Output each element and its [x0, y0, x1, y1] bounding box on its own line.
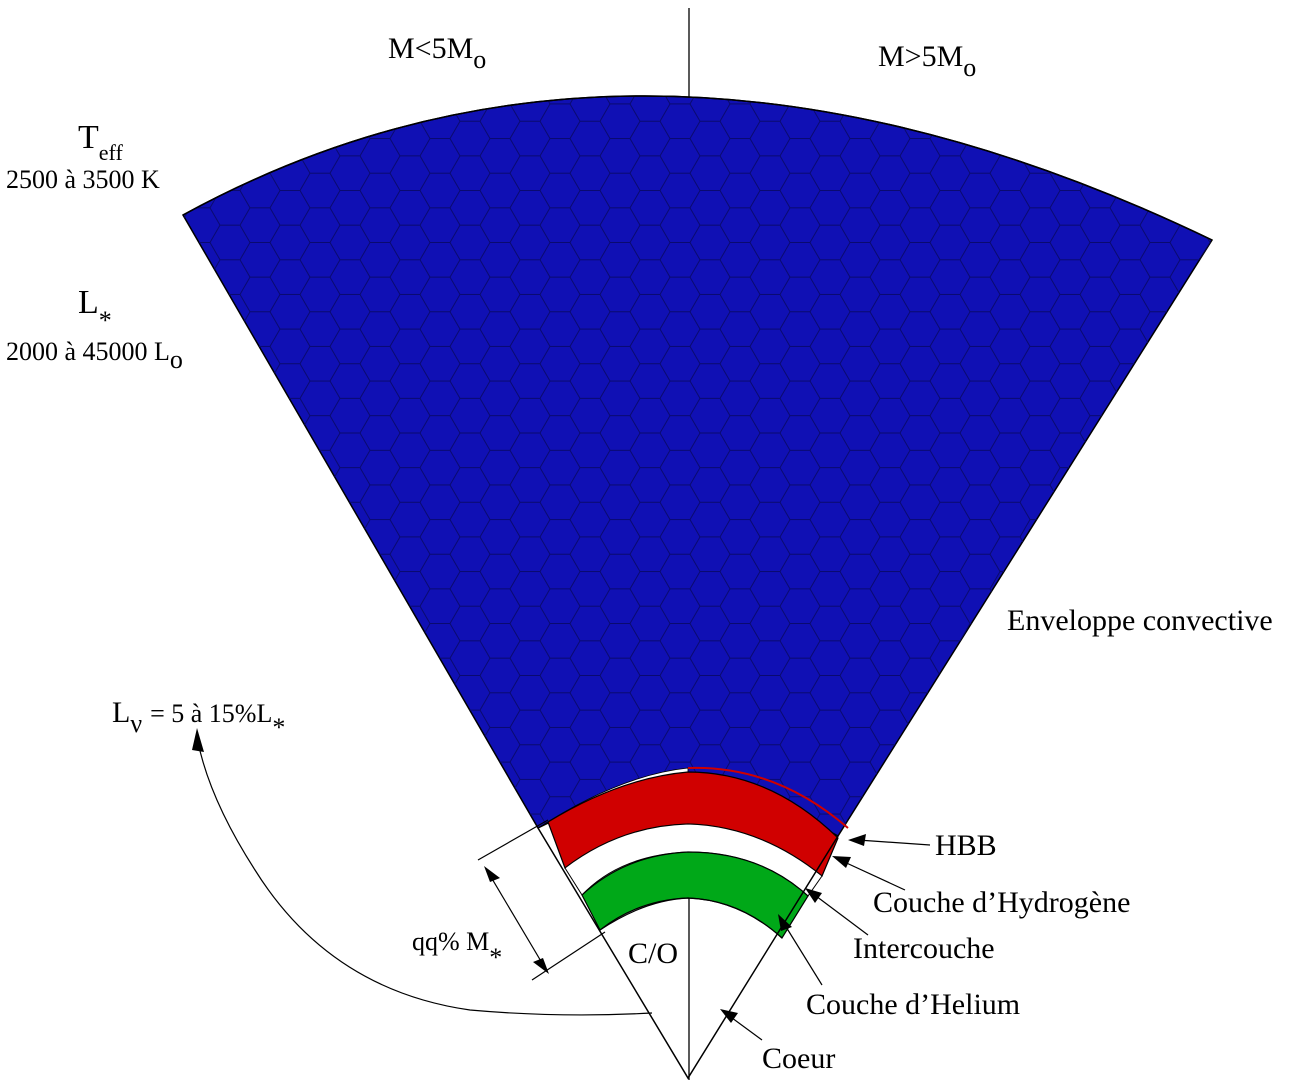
label-core: Coeur — [762, 1042, 835, 1075]
label-core-composition: C/O — [628, 937, 678, 970]
label-mass-fraction: qq% M* — [412, 927, 502, 972]
convection-hexgrid — [183, 95, 1212, 836]
label-mass-right: M>5Mo — [878, 40, 976, 82]
label-luminosity: L* — [78, 284, 112, 335]
mass-fraction-arrow — [487, 871, 546, 969]
core — [537, 827, 839, 1080]
label-teff: Teff — [78, 119, 123, 165]
label-helium-shell: Couche d’Helium — [806, 988, 1020, 1021]
label-envelope: Enveloppe convective — [1007, 604, 1273, 637]
label-mass-left: M<5Mo — [388, 32, 486, 74]
label-hydrogen-shell: Couche d’Hydrogène — [873, 886, 1130, 919]
label-intershell: Intercouche — [853, 932, 995, 965]
neutrino-arrow — [197, 741, 653, 1016]
label-teff-range: 2500 à 3500 K — [6, 165, 160, 194]
label-hbb: HBB — [935, 829, 997, 862]
label-luminosity-range: 2000 à 45000 Lo — [6, 337, 183, 374]
hbb-layer — [687, 766, 849, 829]
label-neutrino-luminosity: Lν= 5 à 15%L* — [112, 696, 285, 742]
helium-shell — [581, 851, 809, 939]
